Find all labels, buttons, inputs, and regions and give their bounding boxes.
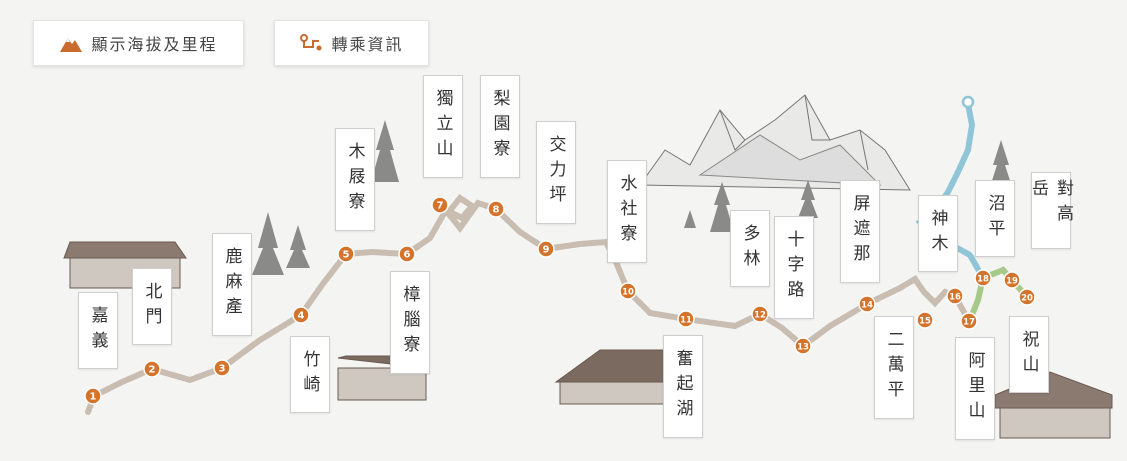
stop-marker-number: 15	[919, 317, 931, 327]
stop-marker-circle	[431, 196, 449, 214]
stop-marker-number: 1	[90, 392, 97, 403]
stop-marker-circle	[858, 295, 876, 313]
station-label-shuisheliao[interactable]: 水社寮	[607, 160, 647, 263]
stop-marker-16[interactable]: 16	[946, 287, 964, 305]
station-label-chiayi[interactable]: 嘉義	[78, 292, 118, 369]
stop-marker-number: 6	[404, 250, 411, 261]
station-label-zhuqi[interactable]: 竹崎	[290, 336, 330, 413]
stop-marker-circle	[292, 306, 310, 324]
stop-marker-number: 9	[543, 245, 550, 256]
stop-marker-circle	[974, 269, 992, 287]
stop-marker-6[interactable]: 6	[398, 245, 416, 263]
stop-marker-circle	[960, 312, 978, 330]
stop-marker-13[interactable]: 13	[794, 337, 812, 355]
station-label-beimen[interactable]: 北門	[132, 268, 172, 345]
stop-marker-circle	[337, 245, 355, 263]
stop-marker-number: 8	[493, 205, 500, 216]
station-label-fenqihu[interactable]: 奮起湖	[663, 335, 703, 438]
stop-marker-circle	[84, 387, 102, 405]
stop-marker-circle	[143, 360, 161, 378]
station-label-duolin[interactable]: 多林	[730, 210, 770, 287]
stop-marker-1[interactable]: 1	[84, 387, 102, 405]
station-label-zhushan[interactable]: 祝山	[1009, 316, 1049, 393]
stop-marker-circle	[946, 287, 964, 305]
stop-marker-circle	[1018, 288, 1036, 306]
stop-marker-17[interactable]: 17	[960, 312, 978, 330]
station-label-lumachan[interactable]: 鹿麻產	[212, 233, 252, 336]
stop-marker-2[interactable]: 2	[143, 360, 161, 378]
stop-marker-20[interactable]: 20	[1018, 288, 1036, 306]
stop-marker-11[interactable]: 11	[677, 310, 695, 328]
show-elevation-button[interactable]: 顯示海拔及里程	[33, 20, 244, 66]
station-label-alishan[interactable]: 阿里山	[955, 337, 995, 440]
station-label-zhaoping[interactable]: 沼平	[975, 180, 1015, 257]
stop-marker-number: 5	[343, 250, 350, 261]
stop-marker-circle	[213, 359, 231, 377]
route-icon	[299, 33, 323, 53]
station-label-mujiliao[interactable]: 木屐寮	[335, 128, 375, 231]
stop-marker-15[interactable]: 15	[916, 311, 934, 329]
station-label-zhangnaoliao[interactable]: 樟腦寮	[390, 271, 430, 374]
stop-marker-circle	[751, 305, 769, 323]
stop-marker-19[interactable]: 19	[1003, 271, 1021, 289]
station-label-liyuanliao[interactable]: 梨園寮	[480, 75, 520, 178]
mountain-icon	[59, 33, 83, 53]
stop-marker-number: 11	[680, 316, 692, 326]
station-label-duigaoyue[interactable]: 對高岳	[1028, 172, 1073, 249]
stop-marker-number: 12	[754, 311, 766, 321]
stop-marker-circle	[916, 311, 934, 329]
stop-marker-number: 13	[797, 343, 809, 353]
stop-marker-number: 18	[977, 275, 989, 285]
stop-marker-18[interactable]: 18	[974, 269, 992, 287]
stop-marker-number: 19	[1006, 277, 1018, 287]
station-label-jiaoliping[interactable]: 交力坪	[536, 121, 576, 224]
stop-marker-number: 4	[298, 311, 305, 322]
stop-marker-4[interactable]: 4	[292, 306, 310, 324]
stop-marker-7[interactable]: 7	[431, 196, 449, 214]
stop-marker-circle	[619, 282, 637, 300]
transfer-info-button[interactable]: 轉乘資訊	[274, 20, 429, 66]
stop-marker-number: 3	[219, 364, 226, 375]
stop-marker-circle	[677, 310, 695, 328]
stop-marker-circle	[487, 200, 505, 218]
stop-marker-10[interactable]: 10	[619, 282, 637, 300]
mountains-illustration	[639, 94, 911, 191]
stop-marker-number: 7	[437, 201, 444, 212]
stop-marker-number: 2	[149, 365, 156, 376]
stop-marker-number: 10	[622, 288, 634, 298]
stop-marker-9[interactable]: 9	[537, 240, 555, 258]
stop-marker-number: 16	[949, 293, 961, 303]
station-label-shizilu[interactable]: 十字路	[774, 216, 814, 319]
stop-marker-circle	[398, 245, 416, 263]
station-label-dulishan[interactable]: 獨立山	[423, 75, 463, 178]
transfer-info-label: 轉乘資訊	[331, 35, 404, 54]
stop-marker-12[interactable]: 12	[751, 305, 769, 323]
stop-marker-5[interactable]: 5	[337, 245, 355, 263]
stop-marker-circle	[794, 337, 812, 355]
stop-marker-circle	[1003, 271, 1021, 289]
stop-marker-8[interactable]: 8	[487, 200, 505, 218]
show-elevation-label: 顯示海拔及里程	[91, 35, 218, 54]
stop-marker-number: 20	[1021, 294, 1033, 304]
stop-marker-number: 14	[861, 301, 873, 311]
station-label-erwanping[interactable]: 二萬平	[874, 316, 914, 419]
station-label-pingzhena[interactable]: 屏遮那	[840, 180, 880, 283]
stop-marker-3[interactable]: 3	[213, 359, 231, 377]
trees-illustration	[252, 120, 1013, 275]
station-label-shenmu[interactable]: 神木	[918, 195, 958, 272]
stop-marker-14[interactable]: 14	[858, 295, 876, 313]
stop-marker-circle	[537, 240, 555, 258]
stop-marker-number: 17	[963, 318, 975, 328]
